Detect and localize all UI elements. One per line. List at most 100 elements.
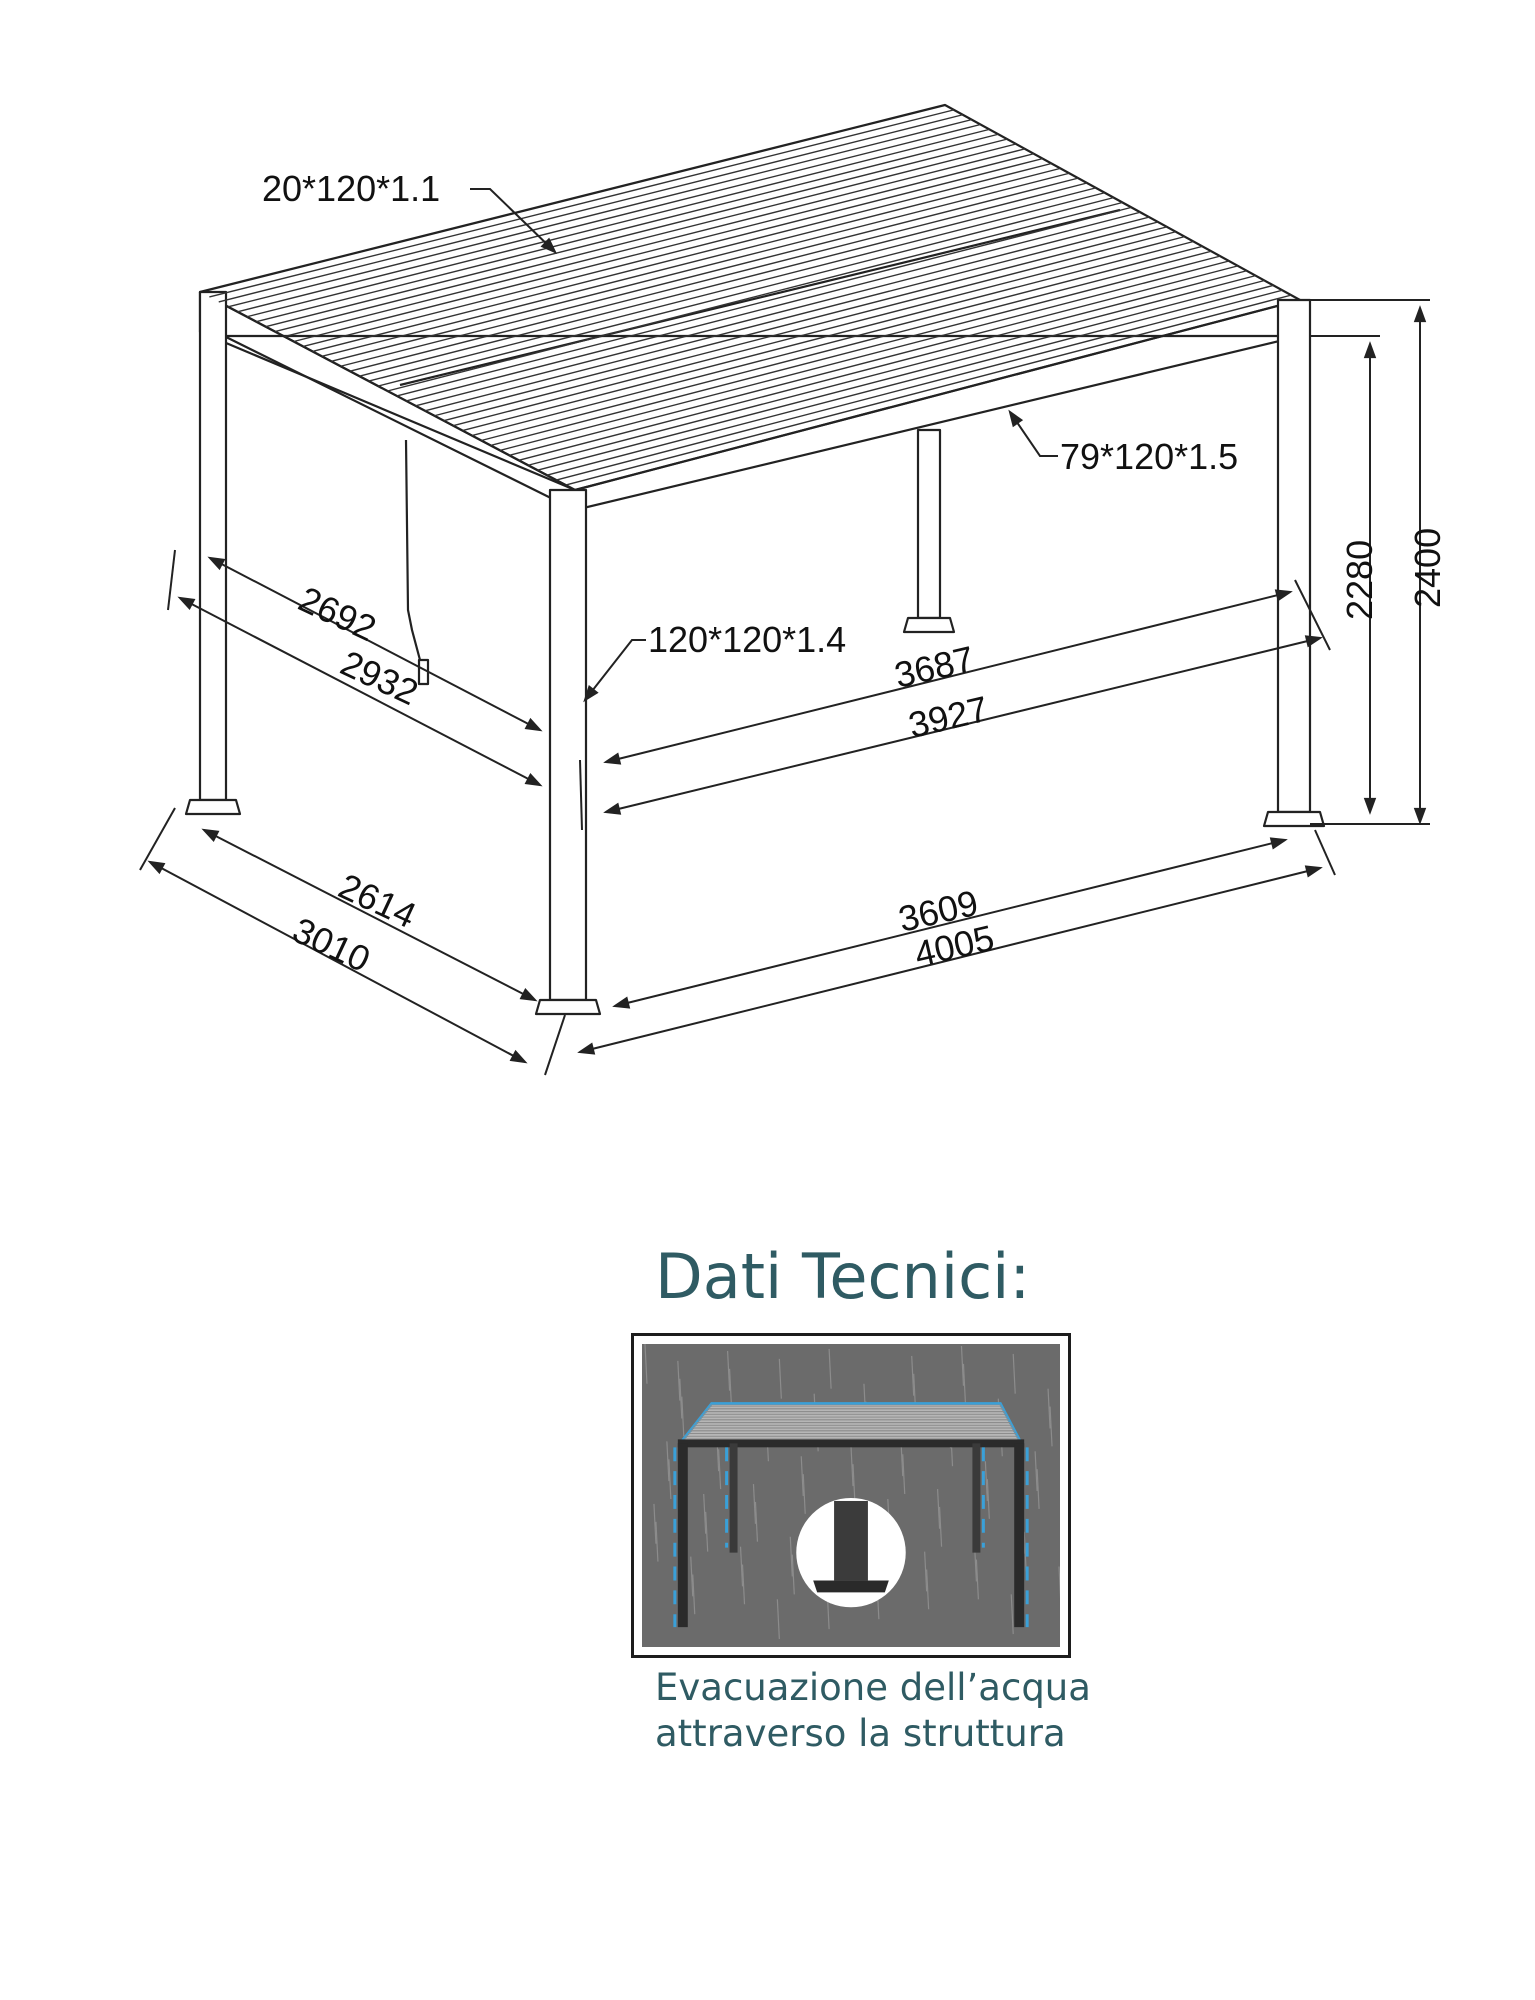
dim-width-outer-top-arrow-start — [603, 802, 622, 815]
dim-depth-inner-bottom — [203, 829, 536, 1001]
roof-slat — [246, 128, 990, 318]
rain-streak — [986, 1479, 990, 1519]
leader-slat — [470, 188, 556, 253]
rain-streak — [741, 1564, 746, 1605]
depth-inner-top-label: 2692 — [293, 578, 383, 649]
dim-width-outer-top-arrow-end — [1304, 635, 1323, 648]
drainage-photo-frame — [631, 1333, 1071, 1658]
rain-streak — [681, 1396, 685, 1437]
rain-streak — [692, 1574, 696, 1615]
rain-streak — [975, 1559, 979, 1600]
dim-width-inner-bottom — [614, 839, 1286, 1007]
leader-beam-arrow — [1008, 409, 1024, 428]
dimension-lines — [139, 188, 1430, 1076]
roof-slat — [377, 196, 1114, 387]
rain-streak — [938, 1506, 943, 1547]
roof-slat — [274, 143, 1017, 333]
roof-slat — [387, 201, 1123, 392]
ext-front-bottom — [544, 1014, 566, 1076]
rain-streak — [718, 1449, 722, 1490]
rain-streak — [677, 1360, 681, 1401]
caption-line-1: Evacuazione dell’acqua — [655, 1666, 1091, 1709]
roof-slat — [527, 274, 1256, 466]
roof-slat — [209, 109, 955, 298]
roof-slat — [443, 231, 1176, 422]
rain-streak — [653, 1503, 657, 1544]
rain-streak — [703, 1493, 707, 1534]
leader-post — [584, 639, 646, 701]
roof-slat — [424, 221, 1159, 412]
roof-slat — [284, 148, 1026, 338]
slat-profile-label: 20*120*1.1 — [262, 168, 440, 209]
rain-streak — [1036, 1469, 1040, 1509]
post-back-right — [972, 1443, 981, 1553]
ext-depth-bottom-left — [139, 807, 176, 871]
dim-width-inner-bottom-arrow-end — [1269, 837, 1288, 850]
roof-louvers — [209, 109, 1292, 486]
dim-width-inner-bottom-arrow-start — [612, 996, 631, 1009]
drainage-photo — [642, 1344, 1060, 1647]
dim-depth-outer-top-arrow-start — [177, 596, 196, 611]
dim-depth-outer-bottom-arrow-end — [509, 1049, 528, 1064]
dim-height-outer-arrow-start — [1413, 305, 1427, 323]
dim-width-outer-bottom-arrow-end — [1304, 865, 1323, 878]
rain-streak — [924, 1551, 928, 1592]
roof-middle-divider — [399, 208, 1121, 387]
roof-slat — [518, 270, 1247, 461]
dim-width-outer-bottom — [579, 867, 1321, 1053]
roof-slat — [293, 153, 1034, 343]
rain-streak — [728, 1368, 733, 1409]
rain-streak — [690, 1556, 694, 1597]
dim-depth-inner-top-arrow-end — [524, 717, 543, 732]
roof-slat — [302, 157, 1043, 348]
leader-beam — [1009, 411, 1058, 457]
rain-streak — [776, 1599, 780, 1640]
rain-streak — [1047, 1388, 1051, 1429]
drainage-caption: Evacuazione dell’acqua attraverso la str… — [655, 1665, 1175, 1757]
rain-streak — [1010, 1594, 1014, 1635]
height-inner-label: 2280 — [1339, 540, 1380, 620]
rain-streak — [800, 1456, 804, 1497]
rain-streak — [668, 1459, 672, 1500]
rain-streak — [739, 1546, 744, 1587]
dim-width-inner-top — [605, 591, 1291, 763]
roof-slat — [312, 162, 1052, 353]
post-rear-left-base — [184, 798, 242, 816]
dim-depth-outer-top — [179, 597, 541, 786]
rain-streak — [1023, 1531, 1027, 1572]
roof-slat — [396, 206, 1132, 397]
post-rear-left — [198, 290, 228, 802]
roof-slat — [256, 133, 999, 323]
dim-depth-inner-bottom-arrow-end — [519, 987, 538, 1002]
rain-streak — [850, 1446, 854, 1487]
roof-slat — [462, 240, 1194, 432]
roof-slat — [499, 260, 1230, 452]
roof-slat — [227, 118, 972, 308]
rain-streak — [644, 1344, 648, 1384]
crank-rod — [404, 439, 426, 681]
rain-streak — [802, 1474, 806, 1514]
post-front-right-base — [1262, 810, 1326, 828]
closeup-base-plate — [813, 1580, 889, 1593]
post-profile-label: 120*120*1.4 — [648, 619, 846, 660]
ext-depth-top-left — [167, 549, 176, 611]
dim-width-outer-top — [605, 637, 1321, 813]
rain-streak — [902, 1454, 906, 1495]
roof-slat — [471, 245, 1203, 437]
roof-slat — [509, 265, 1239, 457]
leader-slat-arrow — [540, 237, 558, 255]
roof-slat — [368, 192, 1105, 382]
rain-streak — [679, 1378, 683, 1419]
roof-slat — [349, 182, 1088, 372]
dim-depth-inner-top-arrow-start — [207, 556, 226, 571]
dim-width-inner-top-arrow-start — [603, 752, 622, 765]
rain-streak — [754, 1501, 759, 1542]
roof-slat — [434, 226, 1168, 417]
rain-streak — [726, 1350, 731, 1391]
width-outer-top-label: 3927 — [905, 688, 992, 746]
post-rear-middle-base — [902, 616, 956, 634]
roof-slat — [565, 294, 1292, 486]
roof-slat — [237, 123, 981, 313]
dim-width-inner-top-arrow-end — [1274, 589, 1293, 602]
post-front-right — [1276, 298, 1312, 814]
